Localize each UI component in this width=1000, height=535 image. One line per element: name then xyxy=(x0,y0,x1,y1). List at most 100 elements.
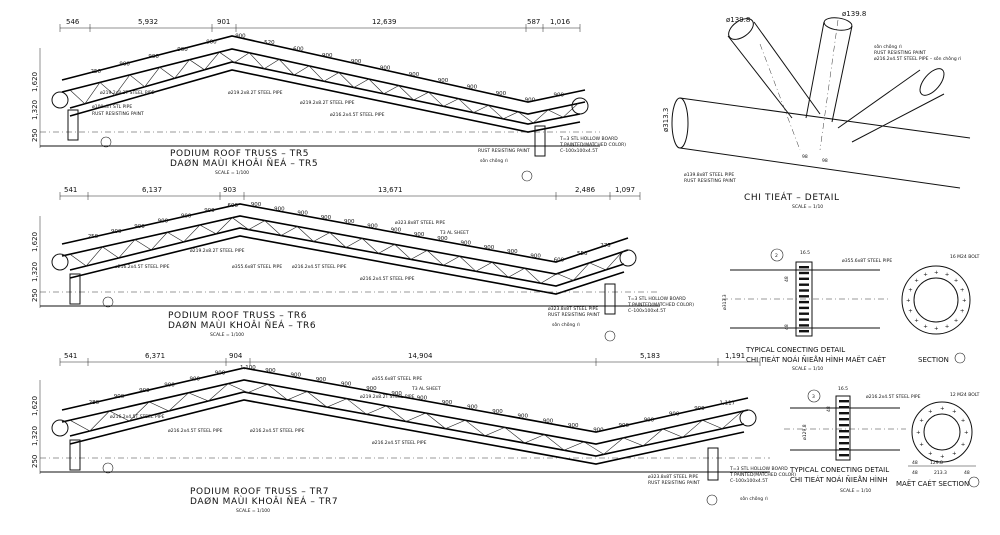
bolt-hole: + xyxy=(960,309,965,315)
tr5-segment-label: 900 xyxy=(119,62,130,68)
tr6-segment-label: 900 xyxy=(297,211,308,217)
tr7-segment-label: 900 xyxy=(215,371,226,377)
bolt-hole: + xyxy=(934,270,939,276)
tr7-note-7: T=3 STL HOLLOW BOARD xyxy=(729,466,788,472)
tr5-dim-3: 12,639 xyxy=(372,18,397,26)
tr5-vdim-2: 250 xyxy=(31,129,39,142)
tr7-segment-label: 900 xyxy=(316,377,327,383)
joint-title: CHI TIEÁT – DETAIL xyxy=(744,191,840,203)
joint-dim-4: 98 xyxy=(822,158,828,164)
tr5-segment-label: 900 xyxy=(351,59,362,65)
bolt-hole: + xyxy=(923,324,928,330)
tr5-vdim-1: 1,320 xyxy=(31,100,39,120)
tr7-vdim-1: 1,320 xyxy=(31,426,39,446)
conn1-dim-1: 48 xyxy=(784,276,790,282)
tr6-dim-2: 903 xyxy=(223,186,236,194)
bolt-hole: + xyxy=(928,451,933,457)
conn2-dim-7: 16.5 xyxy=(838,386,848,392)
conn1-title1: TYPICAL CONECTING DETAIL xyxy=(745,346,845,354)
tr6-subtitle: DAØN MAÙI KHOÂI ÑEÁ – TR6 xyxy=(168,319,316,331)
tr7-segment-label: 900 xyxy=(442,400,453,406)
bolt-hole: + xyxy=(916,430,921,436)
bolt-hole: + xyxy=(914,318,919,324)
tr5-note-0: ø219.2x8.2T STEEL PIPE xyxy=(100,90,155,96)
bolt xyxy=(839,418,849,421)
conn1-section: SECTION xyxy=(918,356,949,364)
tr5-segment-label: 900 xyxy=(409,72,420,78)
tr6-note-2: ø219.2x8.2T STEEL PIPE xyxy=(190,248,245,254)
tr7-note-4: ø216.2x4.5T STEEL PIPE xyxy=(168,428,223,434)
tr5-vdim-0: 1,620 xyxy=(31,72,39,92)
tr6-note-0: ø323.8x8T STEEL PIPE xyxy=(395,220,445,226)
tr7-note-11: RUST RESISTING PAINT xyxy=(648,480,700,486)
tr5-note-4: ø100x3T STL PIPE xyxy=(92,104,132,110)
tr5-note-9: RUST RESISTING PAINT xyxy=(478,148,530,154)
tr6-vdim-0: 1,620 xyxy=(31,232,39,252)
tr6-dim-0: 541 xyxy=(64,186,77,194)
bolt-hole: + xyxy=(908,309,913,315)
conn2-note-0: ø216.2x4.5T STEEL PIPE xyxy=(866,394,921,400)
connecting-detail-2: 3 ø129.8 48 16.5 ø216.2x4.5T STEEL PIPE … xyxy=(784,386,980,494)
tr6-segment-label: 900 xyxy=(437,236,448,242)
tr7-note-3: ø216.2x4.5T STEEL PIPE xyxy=(110,414,165,420)
joint-note-0: sôn chông rì xyxy=(874,43,902,50)
tr6-scale: SCALE = 1/100 xyxy=(210,332,244,338)
bolt xyxy=(799,306,809,310)
bolt xyxy=(799,289,809,292)
bolt xyxy=(839,400,849,403)
bolt xyxy=(839,436,849,439)
tr6-segment-label: 900 xyxy=(530,253,541,259)
bolt-hole: + xyxy=(945,272,950,278)
bolt xyxy=(839,442,849,445)
tr5-segment-label: 900 xyxy=(554,93,565,99)
tr7-vdim-0: 1,620 xyxy=(31,396,39,416)
tr5-segment-label: 900 xyxy=(322,53,333,59)
conn1-dim-0: ø313.3 xyxy=(722,294,728,310)
tr5-dim-0: 546 xyxy=(66,18,80,26)
bolt-hole: + xyxy=(961,418,966,424)
tr7-segment-label: 900 xyxy=(518,414,529,420)
conn1-dim-2: 48 xyxy=(784,324,790,330)
tr7-segment-label: 900 xyxy=(543,418,554,424)
tr5-note-2: ø219.2x8.2T STEEL PIPE xyxy=(300,100,355,106)
tr6-segment-label: 900 xyxy=(321,215,332,221)
tr6-dim-3: 13,671 xyxy=(378,186,403,194)
tr6-note-1: T3 AL SHEET xyxy=(439,230,469,236)
tr6-note-6: ø216.2x4.5T STEEL PIPE xyxy=(360,276,415,282)
joint-detail: ø139.8 ø139.8 ø313.3 98 98 sôn chông rì … xyxy=(662,10,971,210)
joint-note-3: ø139.8x8T STEEL PIPE xyxy=(684,172,734,178)
joint-dim-3: 98 xyxy=(802,154,808,160)
joint-note-2: ø216.2x4.5T STEEL PIPE – sôn chông rì xyxy=(874,55,961,62)
tr7-dim-4: 5,183 xyxy=(640,352,660,360)
tr7-segment-label: 900 xyxy=(669,412,680,418)
conn2-dim-4: 129.8 xyxy=(930,460,943,466)
tr7-note-5: ø216.2x4.5T STEEL PIPE xyxy=(250,428,305,434)
bolt xyxy=(799,300,809,304)
tr7-segment-label: 1,100 xyxy=(240,365,256,371)
conn2-dim-2: 213.3 xyxy=(934,470,947,476)
bolt-hole: + xyxy=(954,278,959,284)
conn1-scale: SCALE = 1/10 xyxy=(792,366,823,372)
tr5-segment-label: 900 xyxy=(496,91,507,97)
joint-dim-0: ø139.8 xyxy=(726,16,750,24)
bolt-hole: + xyxy=(954,318,959,324)
bolt xyxy=(839,430,849,433)
conn1-note-1: 16 M24 BOLT xyxy=(950,254,980,260)
tr5-segment-label: 900 xyxy=(438,78,449,84)
tr6-vdim-1: 1,320 xyxy=(31,262,39,282)
tr5-note-7: T PAINTED(MATCHED COLOR) xyxy=(559,142,626,148)
tr6-note-5: ø216.2x4.5T STEEL PIPE xyxy=(292,264,347,270)
bolt xyxy=(839,424,849,427)
tr7-note-0: ø355.6x8T STEEL PIPE xyxy=(372,376,422,382)
bolt xyxy=(799,312,809,315)
tr6-segment-label: 556 xyxy=(577,251,588,257)
conn2-title1: TYPICAL CONECTING DETAIL xyxy=(789,466,889,474)
tr7-segment-label: 900 xyxy=(139,388,150,394)
tr6-vdim-2: 250 xyxy=(31,289,39,302)
tr5-segment-label: 900 xyxy=(148,54,159,60)
tr6-note-10: ø323.8x8T STEEL PIPE xyxy=(548,306,598,312)
bolt xyxy=(799,266,809,269)
tr5-note-8: C–100x100x4.5T xyxy=(560,148,598,154)
conn2-dim-3: 48 xyxy=(912,470,918,476)
tr7-subtitle: DAØN MAÙI KHOÂI ÑEÁ – TR7 xyxy=(190,495,338,507)
